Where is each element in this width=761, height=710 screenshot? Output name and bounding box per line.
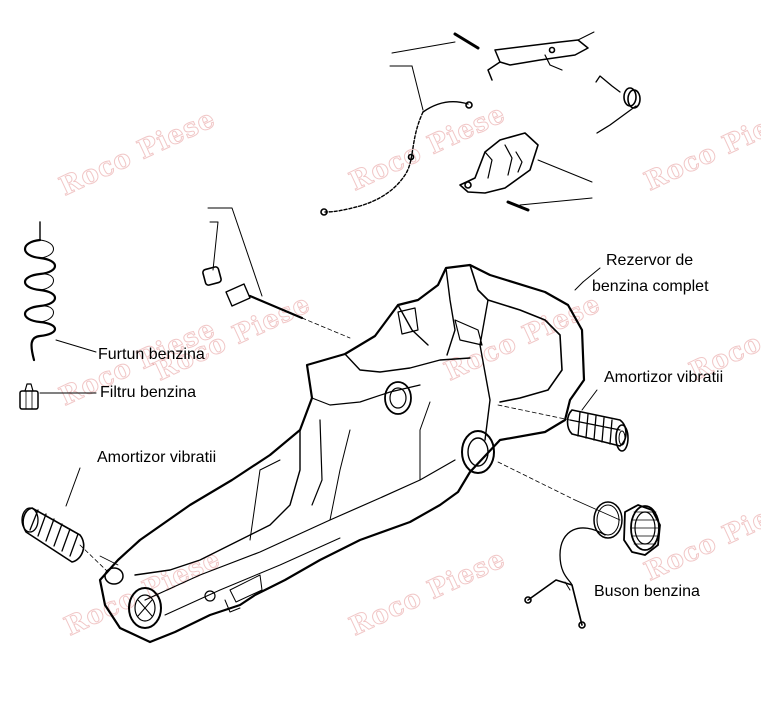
- label-filtru-text: Filtru benzina: [100, 384, 197, 401]
- label-buson: Buson benzina: [594, 582, 700, 602]
- label-amortizor-right-text: Amortizor vibratii: [604, 369, 724, 386]
- trigger-lever-part: [459, 132, 593, 212]
- label-rezervor-2: benzina complet: [592, 277, 709, 297]
- damper-left-part: [21, 467, 124, 585]
- label-furtun: Furtun benzina: [98, 345, 205, 365]
- spring-part: [595, 75, 641, 134]
- fuel-tank-housing: [98, 263, 621, 644]
- label-rezervor-line1: Rezervor de: [606, 252, 694, 269]
- pickup-part: [202, 207, 351, 339]
- label-amortizor-right: Amortizor vibratii: [604, 368, 723, 388]
- label-buson-text: Buson benzina: [594, 583, 700, 600]
- label-filtru: Filtru benzina: [100, 383, 196, 403]
- label-amortizor-left: Amortizor vibratii: [97, 448, 216, 468]
- fuel-filter-part: [19, 383, 97, 410]
- throttle-trigger-part: [487, 31, 595, 81]
- label-rezervor: Rezervor de: [606, 251, 693, 271]
- label-rezervor-line2: benzina complet: [592, 278, 709, 295]
- fuel-hose-part: [23, 221, 97, 362]
- label-amortizor-left-text: Amortizor vibratii: [97, 449, 217, 466]
- damper-right-part: [566, 389, 629, 452]
- fuel-cap-part: [524, 501, 661, 629]
- label-furtun-text: Furtun benzina: [98, 346, 205, 363]
- throttle-cable-part: [320, 32, 480, 216]
